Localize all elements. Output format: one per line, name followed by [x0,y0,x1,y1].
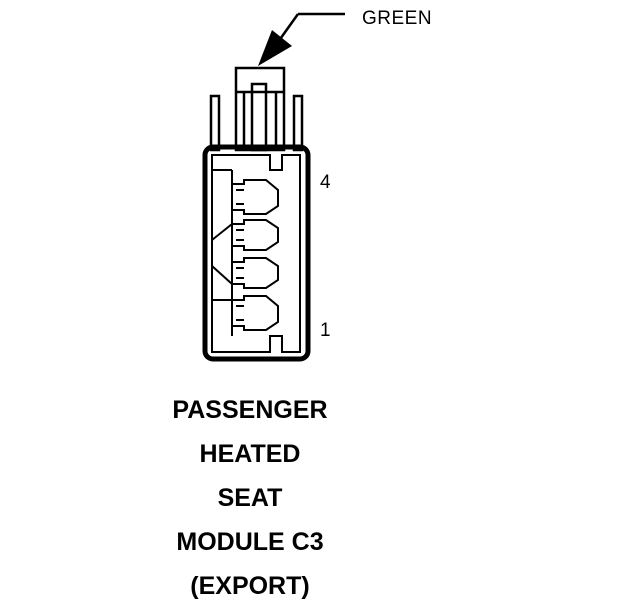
latch-lower [211,265,233,285]
connector-body [202,144,311,362]
terminal-slot-3 [231,219,279,251]
title-line-3: SEAT [217,484,283,512]
terminal-slot-1 [231,295,279,331]
terminal-slot-4 [231,179,279,215]
pin-number-top: 4 [320,172,331,193]
title-line-4: MODULE C3 [176,528,324,556]
wire-color-label: GREEN [362,8,433,29]
title-line-5: (EXPORT) [190,572,310,600]
callout-leader-diagonal [276,13,300,43]
latch-upper [211,223,233,241]
connector-title: PASSENGER HEATED SEAT MODULE C3 (EXPORT) [90,388,410,608]
title-line-1: PASSENGER [172,396,328,424]
terminal-post-left [209,94,221,152]
connector-cavity [211,154,301,353]
title-line-2: HEATED [199,440,301,468]
pin-number-bottom: 1 [320,320,331,341]
callout-arrowhead [258,30,292,66]
terminal-slot-2 [231,257,279,289]
terminal-post-right [292,94,304,152]
